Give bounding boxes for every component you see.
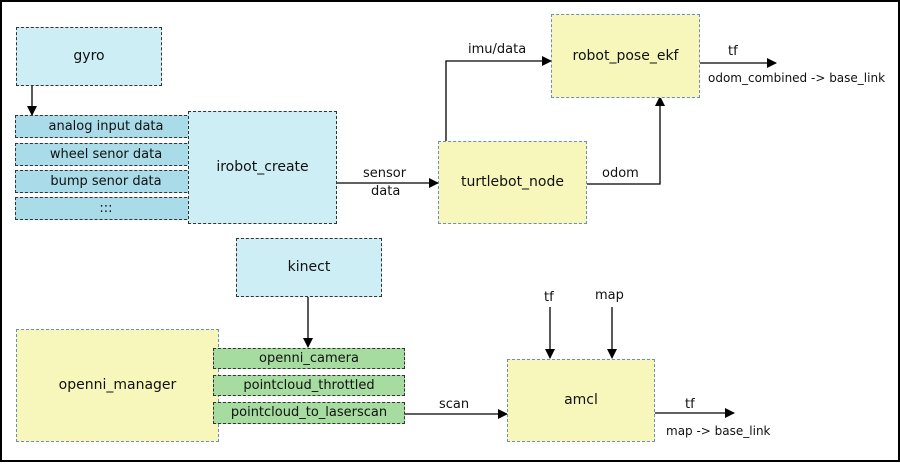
openni-item-label: pointcloud_to_laserscan xyxy=(230,405,388,421)
edge-label-odom-combined: odom_combined -> base_link xyxy=(708,71,886,85)
openni-item-label: pointcloud_throttled xyxy=(243,377,375,393)
sensor-item-label: wheel senor data xyxy=(49,146,163,162)
node-openni-manager: openni_manager xyxy=(16,329,219,442)
openni-item-label: openni_camera xyxy=(259,350,359,366)
node-gyro-label: gyro xyxy=(73,48,105,65)
sensor-item-label: analog input data xyxy=(48,118,164,134)
node-turtlebot-node-label: turtlebot_node xyxy=(461,174,564,191)
node-robot-pose-ekf-label: robot_pose_ekf xyxy=(572,47,679,64)
edge-odom xyxy=(587,96,665,185)
sensor-item-wheel: wheel senor data xyxy=(15,143,197,166)
node-kinect-label: kinect xyxy=(287,259,331,276)
edge-label-map-in: map xyxy=(595,288,624,303)
edge-label-scan: scan xyxy=(439,397,470,412)
node-openni-manager-label: openni_manager xyxy=(58,377,177,394)
edge-label-tf-out: tf xyxy=(685,397,695,412)
node-turtlebot-node: turtlebot_node xyxy=(438,141,587,224)
node-kinect: kinect xyxy=(236,238,382,297)
edge-label-tf-top: tf xyxy=(728,44,738,59)
openni-item-camera: openni_camera xyxy=(213,348,405,369)
edge-label-imu-data: imu/data xyxy=(468,42,527,57)
edge-label-data: data xyxy=(371,184,401,199)
sensor-item-more: ::: xyxy=(15,197,197,220)
sensor-item-label: ::: xyxy=(99,200,113,216)
openni-item-throttled: pointcloud_throttled xyxy=(213,375,405,396)
sensor-item-bump: bump senor data xyxy=(15,170,197,193)
edge-label-sensor: sensor xyxy=(363,166,407,181)
node-irobot-create: irobot_create xyxy=(188,111,337,224)
openni-item-laserscan: pointcloud_to_laserscan xyxy=(213,402,405,424)
node-amcl-label: amcl xyxy=(564,392,598,409)
node-irobot-create-label: irobot_create xyxy=(216,159,309,176)
node-gyro: gyro xyxy=(16,27,162,86)
edge-label-map-base: map -> base_link xyxy=(666,424,771,438)
edge-label-tf-in: tf xyxy=(544,290,554,305)
edge-label-odom: odom xyxy=(602,166,639,181)
edge-imu-data xyxy=(445,56,552,141)
node-robot-pose-ekf: robot_pose_ekf xyxy=(551,14,700,98)
node-amcl: amcl xyxy=(507,359,655,442)
sensor-item-analog: analog input data xyxy=(15,115,197,138)
sensor-item-label: bump senor data xyxy=(50,173,162,189)
